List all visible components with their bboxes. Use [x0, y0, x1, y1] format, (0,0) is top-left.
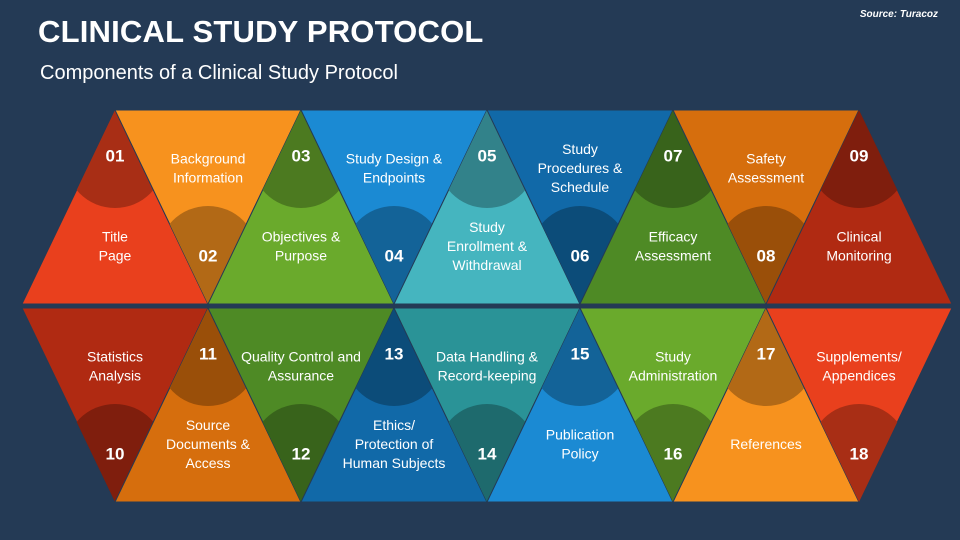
component-label: Study Design &Endpoints	[346, 151, 443, 186]
page-title: CLINICAL STUDY PROTOCOL	[38, 14, 484, 49]
page-subtitle: Components of a Clinical Study Protocol	[40, 62, 398, 84]
component-number: 15	[571, 344, 590, 363]
component-number: 11	[199, 344, 217, 363]
component-label: Objectives &Purpose	[262, 228, 341, 263]
component-number: 17	[757, 344, 776, 363]
component-number: 12	[292, 444, 311, 463]
component-number: 02	[199, 246, 218, 265]
component-number: 14	[478, 444, 497, 463]
component-number: 13	[385, 344, 404, 363]
component-label: References	[730, 436, 802, 452]
component-number: 10	[106, 444, 125, 463]
component-number: 18	[850, 444, 869, 463]
component-number: 01	[106, 146, 125, 165]
component-number: 04	[385, 246, 404, 265]
component-number: 09	[850, 146, 869, 165]
component-number: 03	[292, 146, 311, 165]
component-label: Supplements/Appendices	[816, 349, 902, 384]
component-number: 08	[757, 246, 776, 265]
source-note: Source: Turacoz	[859, 9, 938, 20]
component-label: Data Handling &Record-keeping	[436, 349, 539, 384]
component-number: 07	[664, 146, 683, 165]
component-number: 16	[664, 444, 683, 463]
component-number: 06	[571, 246, 590, 265]
component-number: 05	[478, 146, 497, 165]
